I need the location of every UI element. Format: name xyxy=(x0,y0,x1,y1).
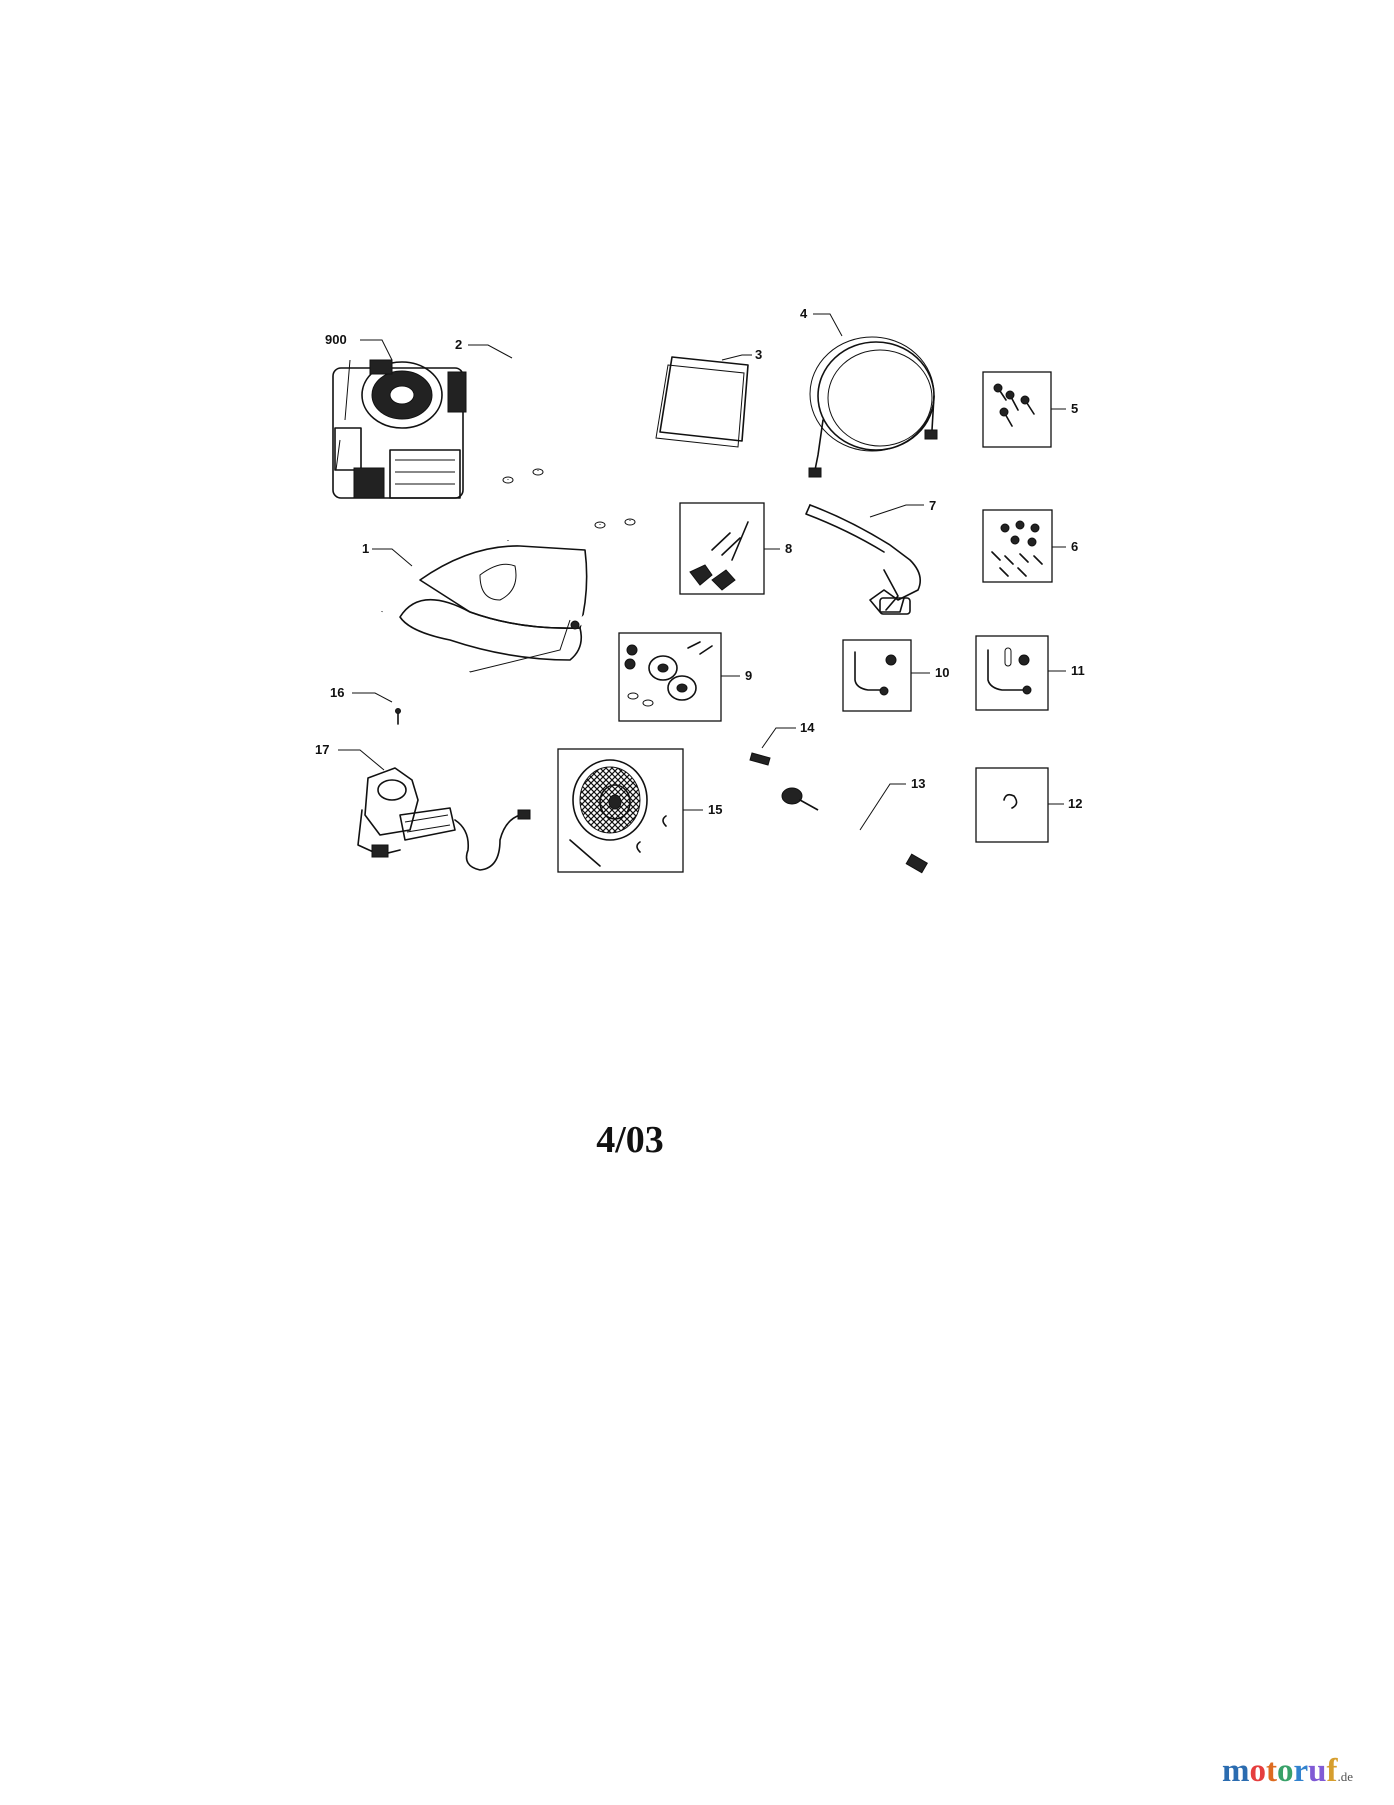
leader-14 xyxy=(761,727,796,749)
callout-11: 11 xyxy=(1071,663,1085,678)
clip-bag-illustration xyxy=(975,767,1049,843)
spray-gun-illustration xyxy=(805,504,921,615)
watermark-letter: u xyxy=(1308,1753,1327,1789)
callout-2: 2 xyxy=(455,337,462,352)
watermark-letter: t xyxy=(1266,1753,1277,1789)
leader-3 xyxy=(721,354,752,361)
frame-illustration xyxy=(373,476,606,710)
small-part-illustration xyxy=(749,752,771,766)
manual-card-illustration xyxy=(655,356,749,448)
leader-4 xyxy=(813,313,843,337)
handle-illustration xyxy=(517,294,636,526)
hardware-bag-illustration xyxy=(982,509,1053,583)
watermark-letter: o xyxy=(1249,1753,1267,1789)
callout-17: 17 xyxy=(315,742,329,757)
leader-13 xyxy=(859,783,906,831)
callout-3: 3 xyxy=(755,347,762,362)
callout-10: 10 xyxy=(935,665,949,680)
watermark-letter: o xyxy=(1277,1753,1294,1789)
leader-7 xyxy=(869,504,924,518)
watermark-tld: .de xyxy=(1337,1769,1354,1784)
date-code: 4/03 xyxy=(596,1119,664,1161)
screws-bag-illustration xyxy=(982,371,1052,448)
callout-5: 5 xyxy=(1071,401,1078,416)
wheel-kit-illustration xyxy=(557,748,684,873)
engine-illustration xyxy=(332,359,467,499)
hose-illustration xyxy=(808,336,938,478)
pin-clip-bag-illustration xyxy=(975,635,1049,711)
knob-bolts-bag-illustration xyxy=(679,502,765,595)
watermark-letter: r xyxy=(1293,1753,1309,1789)
wheel-hardware-bag-illustration xyxy=(618,632,722,722)
callout-6: 6 xyxy=(1071,539,1078,554)
callout-13: 13 xyxy=(911,776,925,791)
leader-1 xyxy=(372,548,413,567)
fastener-illustration xyxy=(395,708,401,725)
callout-16: 16 xyxy=(330,685,344,700)
leader-900 xyxy=(360,339,393,361)
callout-900: 900 xyxy=(325,332,347,347)
callout-7: 7 xyxy=(929,498,936,513)
callout-14: 14 xyxy=(800,720,815,735)
pump-illustration xyxy=(357,767,531,871)
callout-8: 8 xyxy=(785,541,792,556)
motoruf-watermark: motoruf.de xyxy=(1222,1753,1353,1790)
leader-17 xyxy=(338,749,385,771)
callout-4: 4 xyxy=(800,306,808,321)
spray-wand-illustration xyxy=(781,787,928,874)
leader-2 xyxy=(468,344,513,359)
callout-15: 15 xyxy=(708,802,722,817)
callout-12: 12 xyxy=(1068,796,1082,811)
leader-16 xyxy=(352,692,393,703)
callout-9: 9 xyxy=(745,668,752,683)
pin-bag-illustration xyxy=(842,639,912,712)
watermark-letter: f xyxy=(1326,1753,1338,1789)
callout-1: 1 xyxy=(362,541,369,556)
watermark-letter: m xyxy=(1222,1753,1250,1789)
